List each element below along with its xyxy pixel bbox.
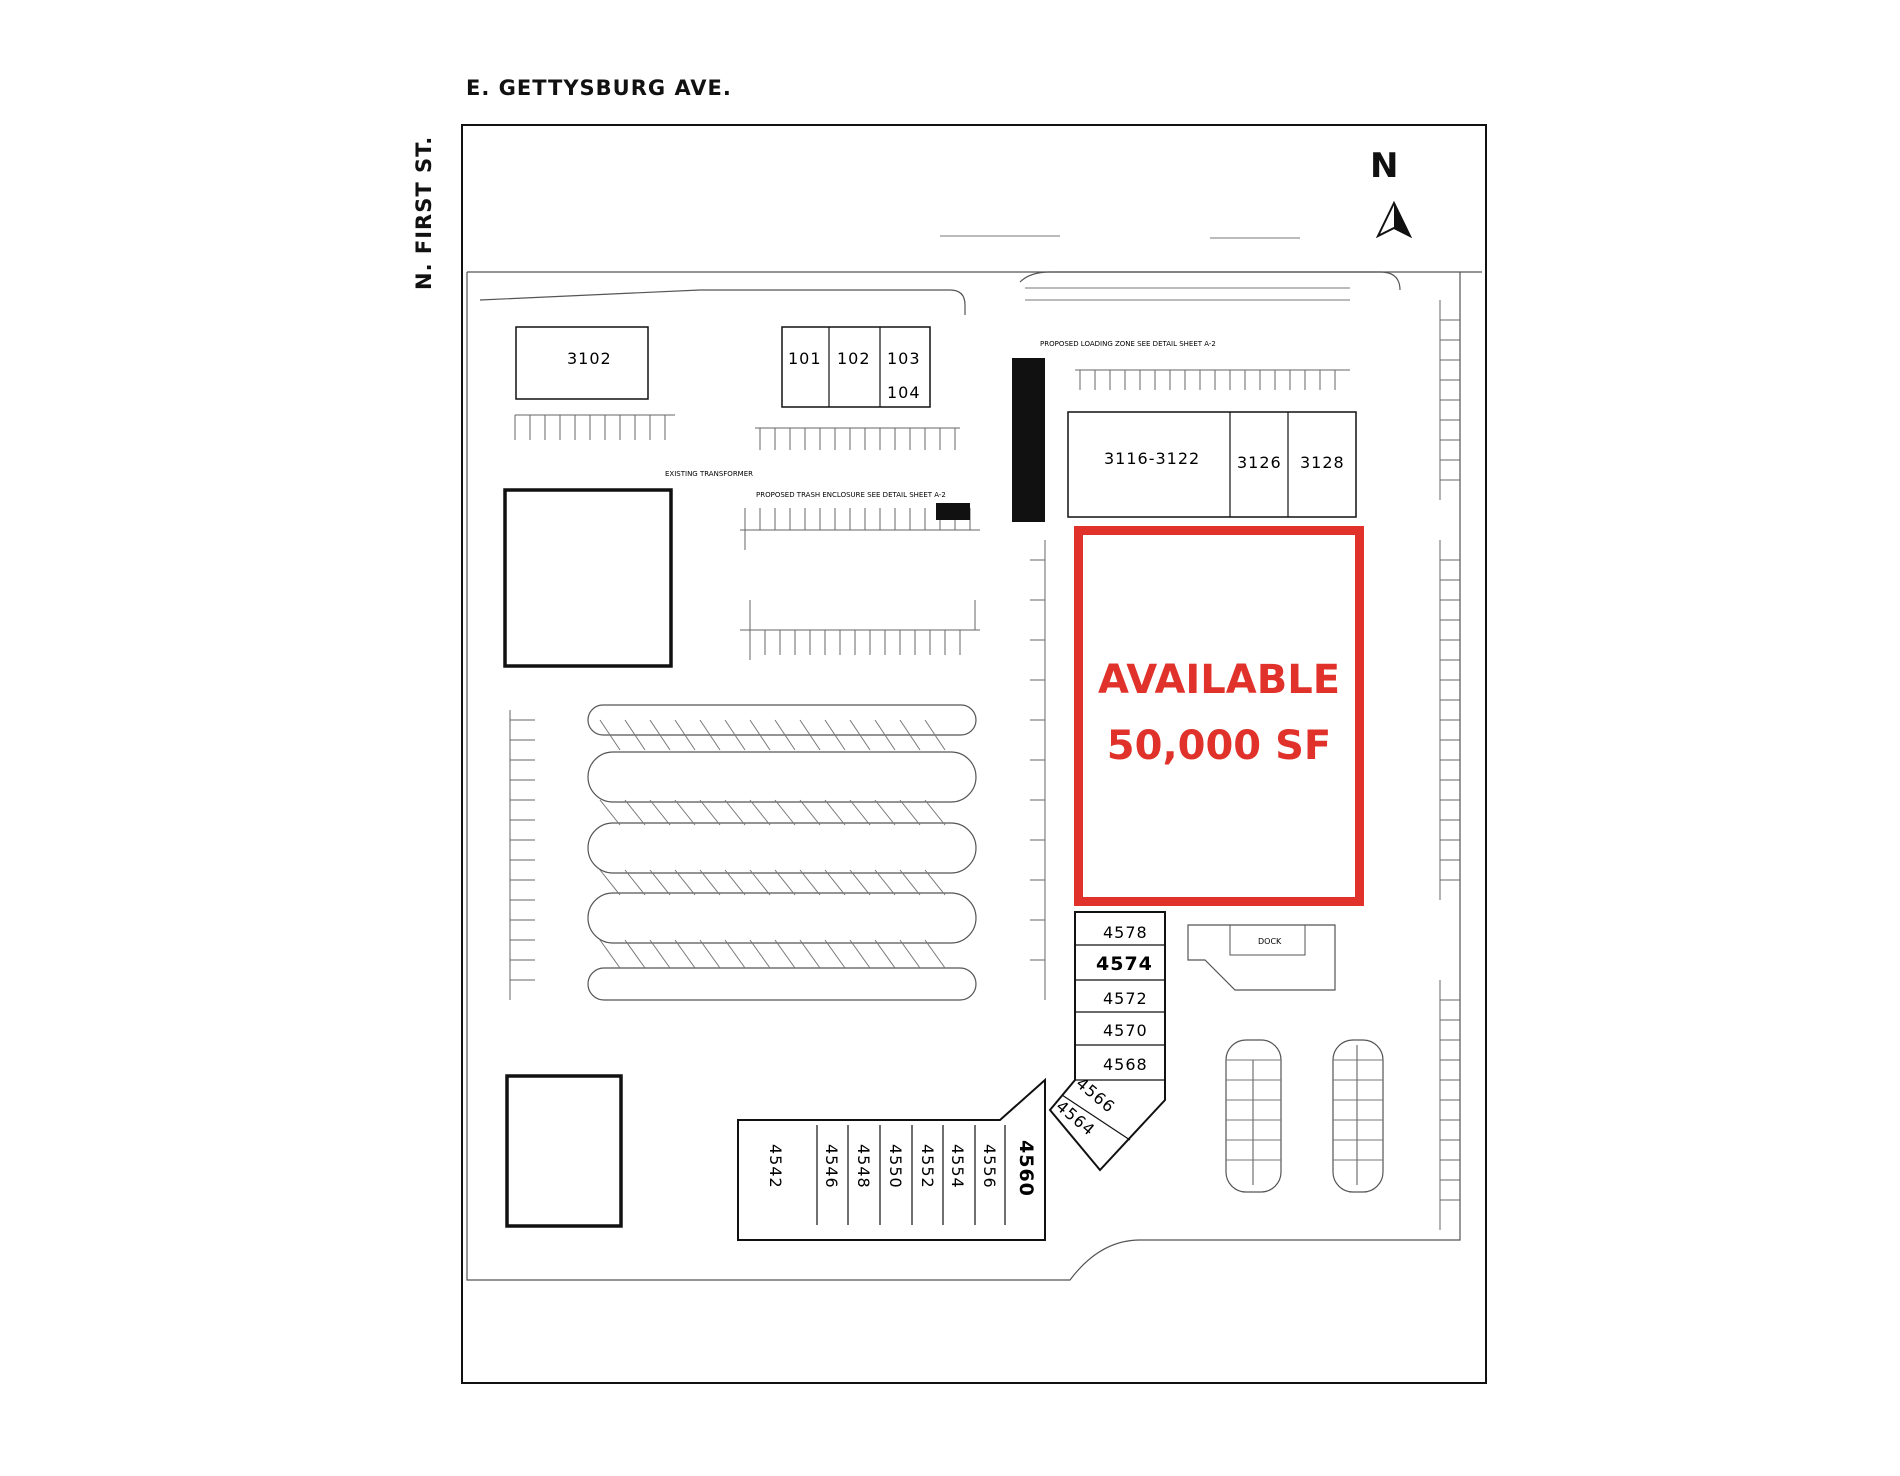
unit-label-4548: 4548 — [854, 1144, 873, 1189]
unit-label-102: 102 — [837, 349, 871, 368]
site-boundary — [461, 124, 1487, 1384]
transformer-note: EXISTING TRANSFORMER — [665, 470, 753, 478]
unit-label-4552: 4552 — [918, 1144, 937, 1189]
unit-label-4568: 4568 — [1103, 1055, 1148, 1074]
unit-label-101: 101 — [788, 349, 822, 368]
north-indicator: N — [1370, 146, 1399, 186]
unit-label-4574: 4574 — [1096, 953, 1153, 975]
unit-label-103: 103 — [887, 349, 921, 368]
unit-label-4554: 4554 — [948, 1144, 967, 1189]
unit-label-4542: 4542 — [766, 1144, 785, 1189]
available-label: AVAILABLE — [1097, 657, 1341, 703]
unit-label-4572: 4572 — [1103, 989, 1148, 1008]
building-4542-4560 — [737, 1077, 1046, 1241]
parking-islands — [587, 704, 977, 1001]
unit-label-4560: 4560 — [1015, 1140, 1037, 1197]
available-size: 50,000 SF — [1106, 723, 1332, 769]
building-3102 — [515, 326, 649, 400]
dock-area — [1187, 924, 1336, 991]
street-label-north: E. GETTYSBURG AVE. — [466, 76, 732, 100]
loading-zone — [1012, 358, 1045, 522]
unit-label-4556: 4556 — [980, 1144, 999, 1189]
unit-label-3116-3122: 3116-3122 — [1104, 449, 1200, 468]
se-island-1 — [1225, 1039, 1282, 1193]
unit-label-3102: 3102 — [567, 349, 612, 368]
loading-zone-note: PROPOSED LOADING ZONE SEE DETAIL SHEET A… — [1040, 340, 1216, 348]
building-west-upper — [503, 488, 673, 668]
unit-label-4546: 4546 — [822, 1144, 841, 1189]
unit-label-104: 104 — [887, 383, 921, 402]
building-4564-4578 — [1048, 911, 1166, 1172]
building-101-104 — [781, 326, 931, 408]
unit-label-3128: 3128 — [1300, 453, 1345, 472]
unit-label-4570: 4570 — [1103, 1021, 1148, 1040]
dock-label: DOCK — [1258, 937, 1282, 946]
unit-label-3126: 3126 — [1237, 453, 1282, 472]
unit-label-4578: 4578 — [1103, 923, 1148, 942]
street-label-west: N. FIRST ST. — [412, 135, 436, 290]
parking-stalls — [514, 369, 1350, 660]
building-west-lower — [505, 1074, 623, 1228]
unit-label-4550: 4550 — [886, 1144, 905, 1189]
trash-enclosure — [936, 503, 970, 520]
se-island-2 — [1332, 1039, 1384, 1193]
trash-enclosure-note: PROPOSED TRASH ENCLOSURE SEE DETAIL SHEE… — [756, 491, 946, 499]
available-space[interactable]: AVAILABLE 50,000 SF — [1074, 526, 1364, 906]
building-3116-3128 — [1067, 411, 1357, 518]
